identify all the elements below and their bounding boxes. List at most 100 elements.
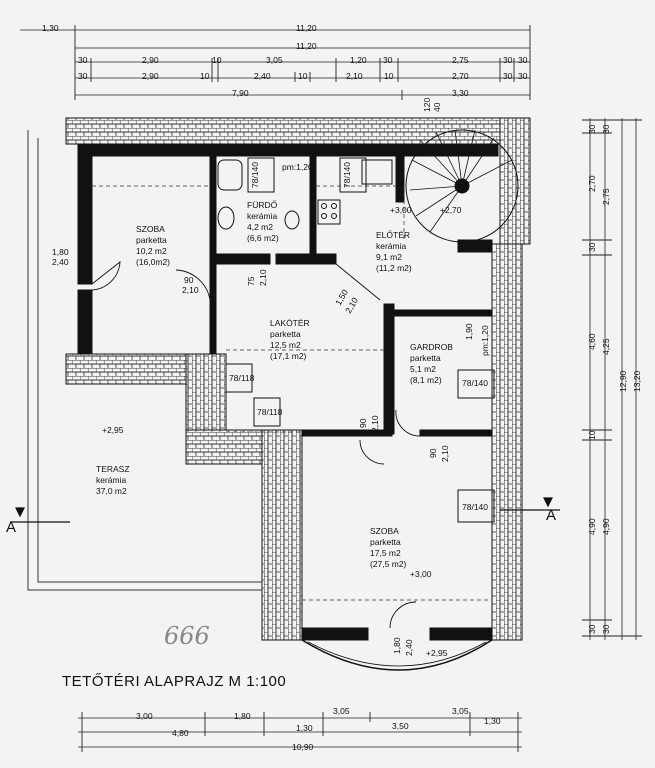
right-dimensions <box>582 118 642 640</box>
dim-text: 30 <box>503 55 513 65</box>
dim-text: 30 <box>587 124 597 134</box>
bottom-dimensions <box>78 712 522 752</box>
room-name: SZOBA <box>370 526 399 536</box>
dim-text: 3,05 <box>452 706 469 716</box>
dim-text: 2,10 <box>346 71 363 81</box>
dim-text: 30 <box>78 71 88 81</box>
dim-text: 10 <box>212 55 222 65</box>
room-area: 5,1 m2 <box>410 364 436 374</box>
height-mark: +2,70 <box>440 205 462 215</box>
room-lakoter: LAKÓTÉR parketta 12,5 m2 (17,1 m2) <box>270 318 310 361</box>
room-area: 17,5 m2 <box>370 548 401 558</box>
dim-text: 1,80 <box>234 711 251 721</box>
dim-text: 10,90 <box>292 742 314 752</box>
dim-text: 30 <box>601 124 611 134</box>
window-size: 78/118 <box>257 407 283 417</box>
room-area: 12,5 m2 <box>270 340 301 350</box>
dim-text: 1,30 <box>42 23 59 33</box>
dim-text: 4,90 <box>601 518 611 535</box>
dim-text: 3,05 <box>333 706 350 716</box>
terrace-outline <box>27 130 262 591</box>
room-terasz: TERASZ kerámia 37,0 m2 <box>96 464 130 496</box>
door-dim: 75 <box>246 276 256 286</box>
dim-text: 10 <box>587 430 597 440</box>
room-szoba-2: SZOBA parketta 17,5 m2 (27,5 m2) <box>370 526 407 569</box>
room-area: 4,2 m2 <box>247 222 273 232</box>
room-gross: (6,6 m2) <box>247 233 279 243</box>
plan-title: TETŐTÉRI ALAPRAJZ M 1:100 <box>62 673 286 690</box>
room-eloter: ELŐTÉR kerámia 9,1 m2 (11,2 m2) <box>376 230 412 273</box>
bottom-dimension-texts: 3,00 1,80 3,05 3,05 4,80 1,30 3,50 1,30 … <box>136 706 501 752</box>
dim-text: 30 <box>587 624 597 634</box>
room-gardrob: GARDROB parketta 5,1 m2 (8,1 m2) <box>410 342 453 385</box>
height-mark: +2,95 <box>102 425 124 435</box>
bay-window <box>301 639 493 671</box>
dim-text: 30 <box>383 55 393 65</box>
dim-text: 30 <box>587 242 597 252</box>
door-dim: 90 <box>184 275 194 285</box>
door-dim: 90 <box>358 418 368 428</box>
room-name: GARDROB <box>410 342 453 352</box>
room-name: FÜRDŐ <box>247 200 278 210</box>
dim-text: 3,30 <box>452 88 469 98</box>
dim-text: 2,70 <box>587 175 597 192</box>
window-size: 78/140 <box>250 162 260 188</box>
dim-text: 2,90 <box>142 55 159 65</box>
dim-text: 2,70 <box>452 71 469 81</box>
dim-text: 7,90 <box>232 88 249 98</box>
door-dim: pm:1,20 <box>480 325 490 356</box>
dim-text: 11,20 <box>296 41 317 51</box>
height-mark: +3,00 <box>390 205 412 215</box>
top-dimensions <box>20 25 531 100</box>
dim-text: 4,25 <box>601 338 611 355</box>
dim-text: 4,80 <box>172 728 189 738</box>
dim-text: 12,90 <box>618 370 628 392</box>
dim-text: 40 <box>432 102 442 112</box>
dim-text: 4,60 <box>587 333 597 350</box>
room-gross: (11,2 m2) <box>376 263 412 273</box>
room-labels: SZOBA parketta 10,2 m2 (16,0m2) FÜRDŐ ke… <box>96 200 453 569</box>
dim-text: 10 <box>384 71 394 81</box>
room-szoba-1: SZOBA parketta 10,2 m2 (16,0m2) <box>136 224 170 267</box>
room-name: LAKÓTÉR <box>270 318 310 328</box>
door-dim: 2,10 <box>370 415 380 432</box>
room-floor: parketta <box>270 329 301 339</box>
door-dim: 2,10 <box>182 285 199 295</box>
door-dim: 2,10 <box>440 445 450 462</box>
right-dimension-texts: 30 30 2,70 2,75 30 4,60 4,25 10 4,90 4,9… <box>587 124 642 634</box>
room-area: 9,1 m2 <box>376 252 402 262</box>
room-floor: kerámia <box>376 241 407 251</box>
dim-text: 1,30 <box>484 716 501 726</box>
door-dim: 1,80 <box>392 637 402 654</box>
room-gross: (8,1 m2) <box>410 375 442 385</box>
dim-text: 4,90 <box>587 518 597 535</box>
dim-text: 3,00 <box>136 711 153 721</box>
door-dim: 1,80 <box>52 247 69 257</box>
roof-windows <box>225 157 495 523</box>
door-dim: 2,40 <box>404 639 414 656</box>
room-floor: parketta <box>410 353 441 363</box>
handwritten-note: 666 <box>164 622 210 650</box>
bathroom-fixtures <box>217 159 393 230</box>
room-floor: kerámia <box>96 475 127 485</box>
top-dimension-texts: 1,30 11,20 11,20 30 2,90 10 3,05 1,20 30… <box>42 23 528 112</box>
dim-text: 2,40 <box>254 71 271 81</box>
dim-text: 3,50 <box>392 721 409 731</box>
window-size: 78/140 <box>342 162 352 188</box>
height-mark: +2,95 <box>426 648 448 658</box>
dim-text: 2,90 <box>142 71 159 81</box>
spiral-staircase <box>405 129 519 243</box>
annotation-pm: pm:1,20 <box>282 162 313 172</box>
room-name: SZOBA <box>136 224 165 234</box>
dim-text: 2,75 <box>452 55 469 65</box>
dim-text: 1,20 <box>350 55 367 65</box>
room-gross: (27,5 m2) <box>370 559 407 569</box>
door-dim: 90 <box>428 448 438 458</box>
room-floor: parketta <box>370 537 401 547</box>
walls <box>65 117 531 641</box>
room-name: TERASZ <box>96 464 130 474</box>
dim-text: 11,20 <box>296 23 317 33</box>
dim-text: 30 <box>518 71 528 81</box>
room-gross: (16,0m2) <box>136 257 170 267</box>
